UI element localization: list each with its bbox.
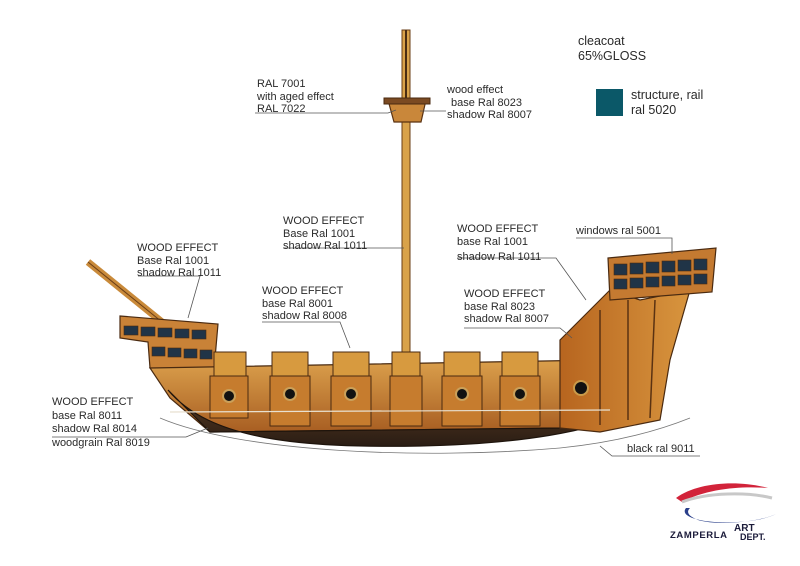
mast-mid-line-1: WOOD EFFECT [283, 215, 365, 227]
bow-line-1: WOOD EFFECT [137, 242, 219, 254]
bow-line-3: shadow Ral 1011 [137, 267, 222, 279]
keel-line-1: black ral 9011 [627, 443, 695, 455]
leader-windows [576, 237, 673, 254]
stern-lower-line-3: shadow Ral 8007 [464, 313, 550, 325]
hull-line-1: WOOD EFFECT [52, 396, 134, 408]
mast-top-line-1: RAL 7001 [257, 78, 306, 90]
leader-lines [52, 109, 700, 457]
stern-porthole [573, 380, 589, 396]
turret-1 [209, 351, 249, 419]
mast-mid-line-2: Base Ral 1001 [283, 227, 356, 240]
logo-name: ZAMPERLA [670, 530, 728, 541]
stern-upper-line-2: base Ral 1001 [457, 235, 528, 248]
rail [169, 409, 611, 413]
label-clearcoat: cleacoat 65%GLOSS [578, 34, 646, 64]
turrets-line-2: base Ral 8001 [262, 297, 333, 310]
stern-upper-line-3: shadow Ral 1011 [457, 251, 542, 263]
stern-upper-line-1: WOOD EFFECT [457, 223, 539, 235]
crows-nest-rim [383, 97, 431, 105]
label-hull: WOOD EFFECT base Ral 8011 shadow Ral 801… [52, 396, 150, 450]
mast-top-line-3: RAL 7022 [257, 103, 306, 115]
stern-ribs [599, 299, 656, 425]
turret-2 [269, 351, 311, 427]
stern-lower-line-1: WOOD EFFECT [464, 288, 546, 300]
label-keel: black ral 9011 [627, 443, 695, 456]
leader-keel [599, 445, 700, 457]
turret-5 [441, 351, 483, 427]
stern-lower-line-2: base Ral 8023 [464, 300, 535, 313]
structure-line-2: ral 5020 [631, 103, 677, 117]
stern-windows [613, 258, 708, 290]
crows-nest-line-3: shadow Ral 8007 [447, 109, 533, 121]
structure-line-1: structure, rail [631, 88, 704, 102]
leader-stern-lower [464, 327, 573, 339]
crows-nest-line-1: wood effect [447, 84, 504, 96]
leader-mast-top [255, 109, 397, 114]
label-crows-nest: wood effect base Ral 8023 shadow Ral 800… [447, 84, 532, 122]
label-stern-upper: WOOD EFFECT base Ral 1001 shadow Ral 101… [457, 223, 541, 264]
turrets [209, 351, 541, 427]
bow-castle [119, 315, 219, 371]
logo-dept: DEPT. [740, 532, 766, 542]
turret-3 [330, 351, 372, 427]
label-windows: windows ral 5001 [576, 225, 661, 238]
clearcoat-line-1: cleacoat [578, 34, 625, 48]
logo-swoosh-icon [676, 483, 776, 523]
bow-windows [123, 325, 213, 360]
bow-line-2: Base Ral 1001 [137, 254, 210, 267]
label-turrets: WOOD EFFECT base Ral 8001 shadow Ral 800… [262, 285, 347, 323]
bowsprit-outline [87, 261, 163, 323]
mast-mid-line-3: shadow Ral 1011 [283, 240, 368, 252]
leader-hull [52, 427, 209, 438]
turret-6 [499, 351, 541, 427]
zamperla-art-dept-logo: ZAMPERLA ART DEPT. [668, 478, 780, 546]
turrets-line-3: shadow Ral 8008 [262, 310, 348, 322]
logo-art: ART [734, 523, 755, 534]
clearcoat-line-2: 65%GLOSS [578, 49, 647, 63]
keel-line [159, 417, 691, 454]
windows-line-1: windows ral 5001 [576, 225, 661, 237]
hull-line-2: base Ral 8011 [52, 409, 123, 422]
crows-nest-line-2: base Ral 8023 [451, 96, 522, 109]
label-mast-mid: WOOD EFFECT Base Ral 1001 shadow Ral 101… [283, 215, 367, 253]
label-stern-lower: WOOD EFFECT base Ral 8023 shadow Ral 800… [464, 288, 549, 326]
label-structure: structure, rail ral 5020 [631, 88, 703, 118]
label-mast-top: RAL 7001 with aged effect RAL 7022 [257, 78, 334, 116]
turret-4 [389, 351, 423, 427]
leader-stern-upper [457, 257, 587, 301]
leader-turrets [262, 321, 351, 349]
leader-bow [138, 275, 201, 319]
mast-top-line-2: with aged effect [257, 90, 334, 103]
hull-line-4: woodgrain Ral 8019 [52, 436, 150, 449]
turrets-line-1: WOOD EFFECT [262, 285, 344, 297]
label-bow: WOOD EFFECT Base Ral 1001 shadow Ral 101… [137, 242, 221, 280]
hull-line-3: shadow Ral 8014 [52, 423, 138, 435]
structure-color-swatch [596, 89, 623, 116]
